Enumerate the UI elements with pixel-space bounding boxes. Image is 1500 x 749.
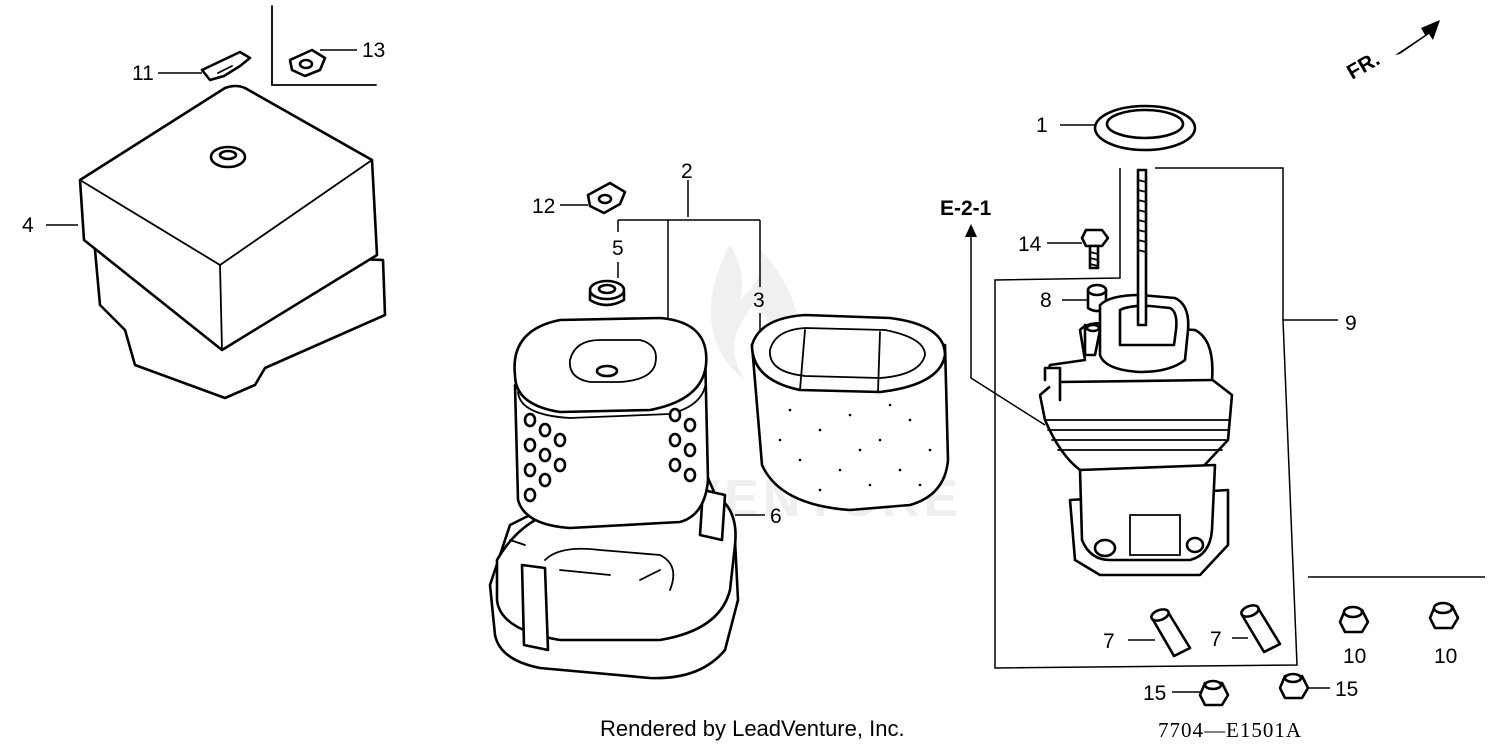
- air-cleaner-case-part-9: [1038, 293, 1234, 577]
- callout-15-left: 15: [1143, 682, 1166, 705]
- foam-dots: [778, 403, 932, 492]
- rendered-by-credit: Rendered by LeadVenture, Inc.: [600, 716, 905, 741]
- callouts: 1 2 3 4 5 6 7 7 8 9 10 10 11 12 13 14 15…: [22, 39, 1457, 705]
- callout-4: 4: [22, 214, 34, 237]
- flange-nut-left: [1198, 679, 1230, 707]
- diagram-code: 7704—E1501A: [1158, 718, 1302, 742]
- grommet-part-5: [588, 279, 626, 307]
- clip-part-11: [200, 50, 252, 82]
- callout-7-right: 7: [1210, 628, 1222, 651]
- callout-11: 11: [132, 62, 154, 85]
- nut-part-10-left: [1338, 605, 1370, 634]
- gasket-part-1: [1093, 104, 1197, 152]
- callout-1: 1: [1036, 114, 1048, 137]
- callout-9: 9: [1345, 312, 1357, 335]
- dowel-pin-left: [1150, 608, 1192, 658]
- reference-e-2-1: E-2-1: [940, 197, 992, 220]
- callout-8: 8: [1040, 289, 1052, 312]
- collar-part-8: [1086, 283, 1108, 313]
- callout-7-left: 7: [1103, 630, 1115, 653]
- front-direction-arrow: FR.: [1343, 20, 1440, 84]
- wing-nut-part-12: [586, 181, 627, 215]
- clip-part-13: [271, 5, 377, 86]
- flange-nut-right: [1278, 672, 1310, 700]
- callout-13: 13: [362, 39, 385, 62]
- filter-perforations: [523, 407, 697, 503]
- callout-3: 3: [753, 289, 765, 312]
- nut-part-10-right: [1428, 601, 1460, 630]
- paper-filter-element: [513, 316, 710, 530]
- front-label: FR.: [1343, 47, 1384, 84]
- callout-15-right: 15: [1335, 678, 1358, 701]
- callout-14: 14: [1018, 233, 1042, 256]
- callout-10-left: 10: [1343, 645, 1366, 668]
- leader-lines: [46, 49, 1485, 693]
- callout-10-right: 10: [1434, 645, 1457, 668]
- dowel-pin-right: [1240, 604, 1282, 654]
- foam-filter-part-3: [750, 313, 950, 512]
- stud-bolt: [1136, 168, 1148, 327]
- bolt-part-14: [1080, 228, 1110, 270]
- callout-6: 6: [770, 505, 782, 528]
- callout-5: 5: [612, 237, 624, 260]
- callout-2: 2: [681, 160, 693, 183]
- air-cleaner-cover: [78, 84, 387, 400]
- callout-12: 12: [532, 195, 555, 218]
